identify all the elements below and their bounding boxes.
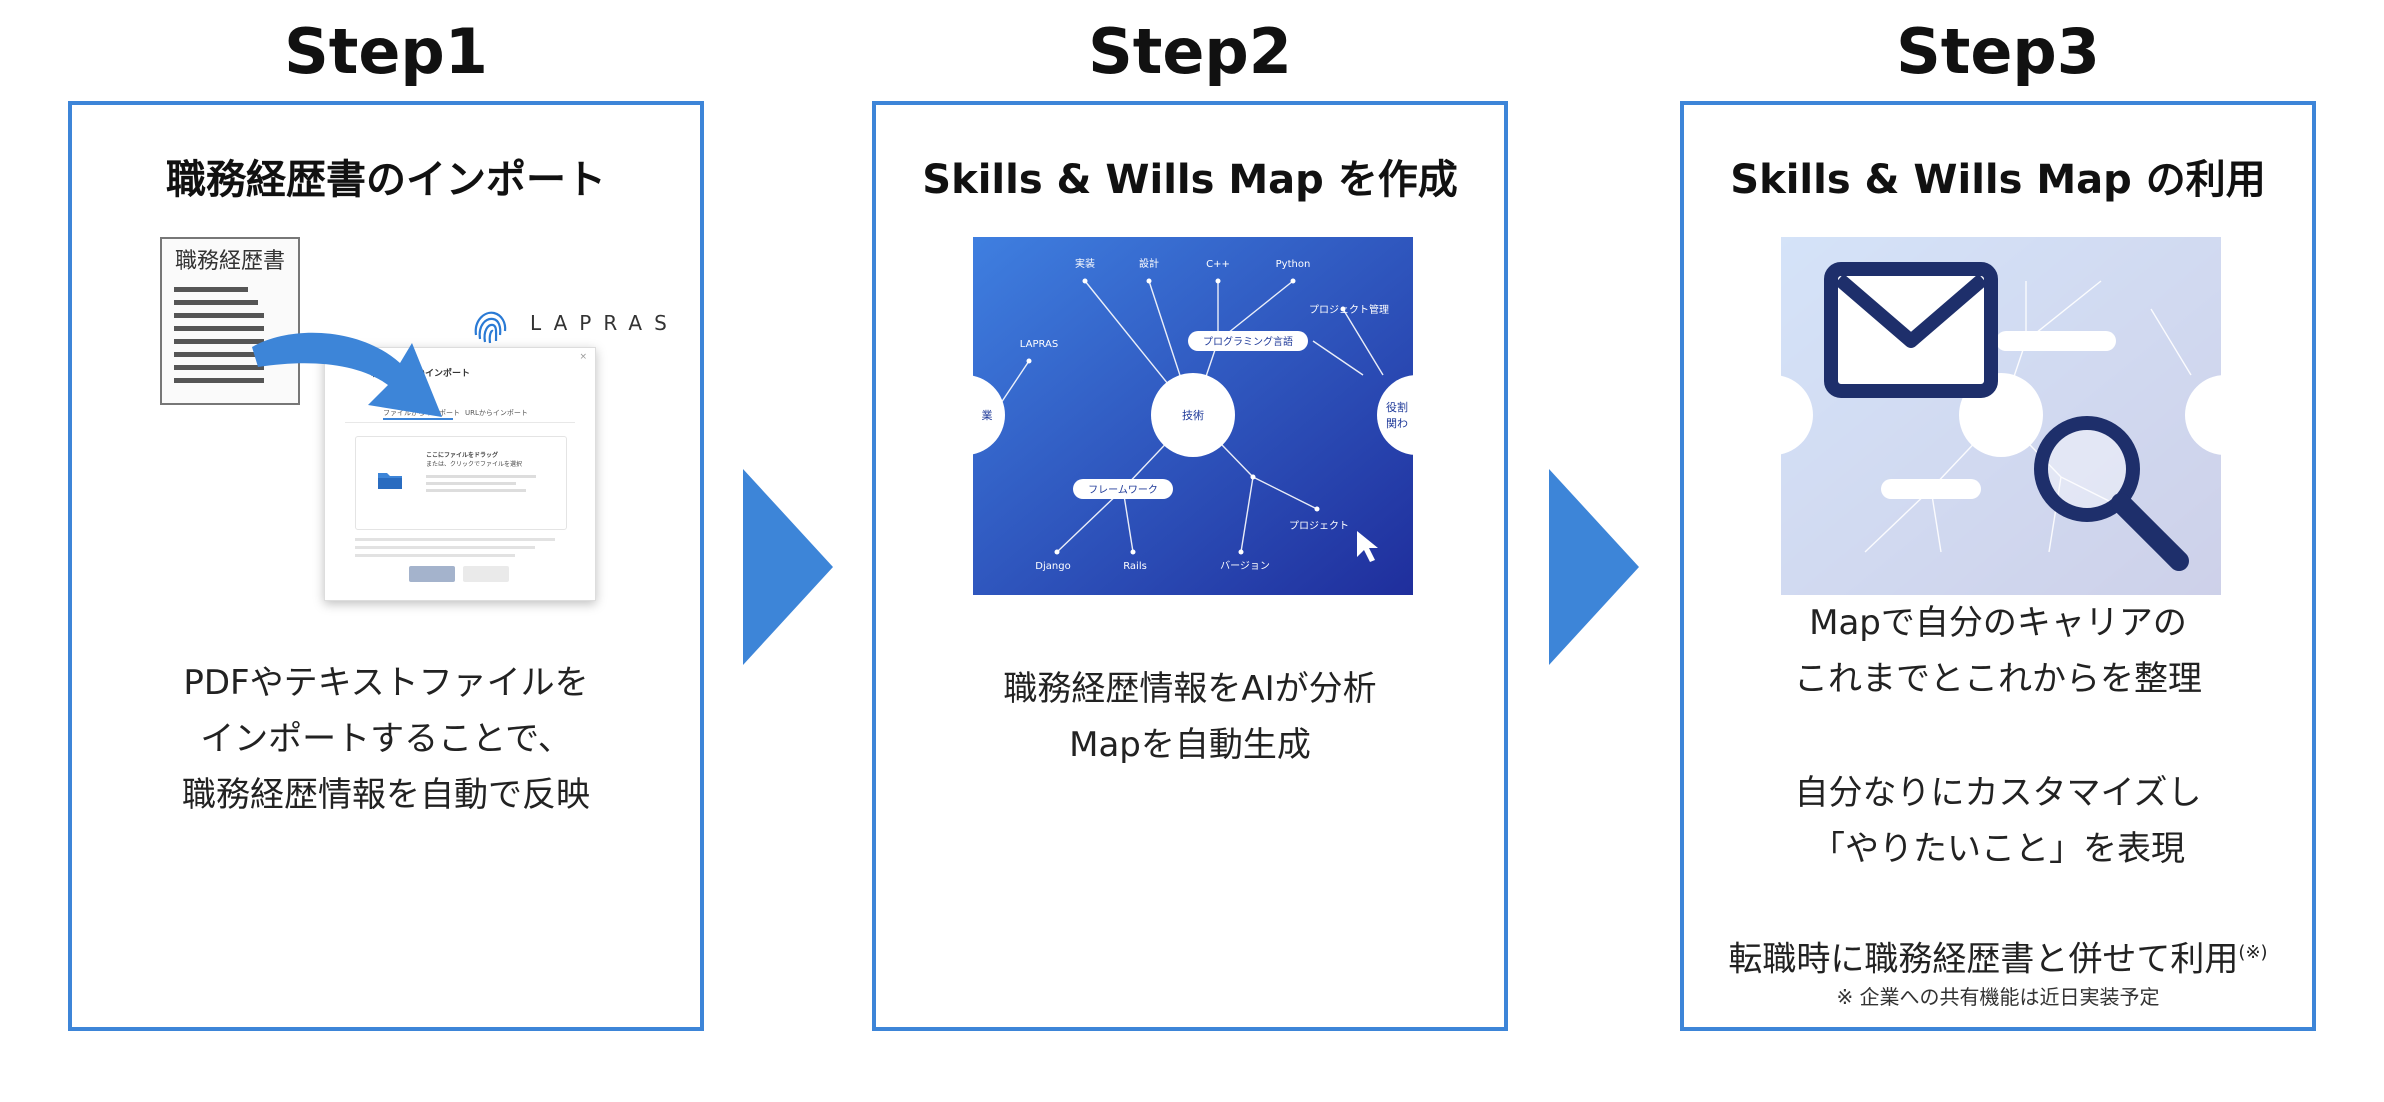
map-label: C++ xyxy=(1206,259,1230,270)
description-line: PDFやテキストファイルを xyxy=(183,663,589,703)
step1-description: PDFやテキストファイルを インポートすることで、 職務経歴情報を自動で反映 xyxy=(72,655,700,823)
map-label: プロジェクト xyxy=(1289,520,1349,532)
next-arrow-icon xyxy=(743,469,833,665)
mail-icon xyxy=(1824,262,1998,398)
skills-map-faded-preview xyxy=(1781,237,2221,595)
description-line: 「やりたいこと」を表現 xyxy=(1811,829,2185,869)
map-label: プロジェクト管理 xyxy=(1309,303,1389,316)
lapras-logo: LAPRAS xyxy=(530,311,679,335)
map-label: Rails xyxy=(1123,561,1147,572)
map-node-right-label: 関わ xyxy=(1386,417,1408,430)
step3-description-1: Mapで自分のキャリアの これまでとこれからを整理 xyxy=(1684,595,2312,707)
step3-title: Step3 xyxy=(1896,15,2100,88)
map-node-right xyxy=(1377,375,1413,455)
step1-heading: 職務経歴書のインポート xyxy=(166,157,606,203)
map-node-left-label: 業 xyxy=(982,409,993,422)
map-label: LAPRAS xyxy=(1020,339,1058,350)
description-line: 自分なりにカスタマイズし xyxy=(1794,773,2202,813)
map-pill-framework xyxy=(1073,479,1173,499)
document-icon: 職務経歴書 xyxy=(160,237,300,405)
map-node-center xyxy=(1151,373,1235,457)
description-line: 職務経歴情報をAIが分析 xyxy=(1003,669,1377,709)
step3-description-3: 転職時に職務経歴書と併せて利用(※) xyxy=(1684,925,2312,987)
description-line: これまでとこれからを整理 xyxy=(1794,659,2202,699)
search-icon xyxy=(2034,416,2189,571)
map-pill-programming xyxy=(1188,331,1308,351)
dialog-tab-url: URLからインポート xyxy=(465,409,528,417)
description-line: Mapで自分のキャリアの xyxy=(1809,603,2187,643)
map-label: Python xyxy=(1276,259,1311,270)
description-line: 職務経歴情報を自動で反映 xyxy=(182,775,590,815)
document-label: 職務経歴書 xyxy=(174,249,285,274)
footnote-mark: (※) xyxy=(2238,942,2268,963)
drop-zone: ここにファイルをドラッグ または、クリックでファイルを選択 xyxy=(355,436,567,530)
step1-panel: 職務経歴書のインポート 職務経歴書 LAPRAS × 職務経歴書のインポート フ… xyxy=(68,101,704,1031)
map-node-center-label: 技術 xyxy=(1182,409,1204,422)
footnote: ※ 企業への共有機能は近日実装予定 xyxy=(1836,985,2160,1009)
import-dialog-preview: × 職務経歴書のインポート ファイルからインポート URLからインポート ここに… xyxy=(324,347,596,601)
map-label: バージョン xyxy=(1220,560,1270,572)
description-line: 転職時に職務経歴書と併せて利用 xyxy=(1728,939,2239,980)
map-label: 設計 xyxy=(1139,257,1159,270)
step2-title: Step2 xyxy=(1088,15,1292,88)
map-pill-label: プログラミング言語 xyxy=(1203,335,1293,348)
step2-heading: Skills & Wills Map を作成 xyxy=(922,157,1458,203)
description-line: インポートすることで、 xyxy=(200,719,572,759)
step2-panel: Skills & Wills Map を作成 xyxy=(872,101,1508,1031)
step3-heading: Skills & Wills Map の利用 xyxy=(1730,157,2266,203)
map-label: Django xyxy=(1035,561,1070,572)
step3-description-2: 自分なりにカスタマイズし 「やりたいこと」を表現 xyxy=(1684,765,2312,877)
cursor-icon xyxy=(1357,531,1378,562)
folder-icon xyxy=(378,473,402,489)
curved-arrow-icon xyxy=(252,332,442,417)
map-pill-label: フレームワーク xyxy=(1088,484,1158,496)
next-arrow-icon xyxy=(1549,469,1639,665)
step2-description: 職務経歴情報をAIが分析 Mapを自動生成 xyxy=(876,661,1504,773)
step1-title: Step1 xyxy=(284,15,488,88)
step3-panel: Skills & Wills Map の利用 xyxy=(1680,101,2316,1031)
drop-line-2: または、クリックでファイルを選択 xyxy=(426,461,523,468)
description-line: Mapを自動生成 xyxy=(1069,725,1311,765)
map-label: 実装 xyxy=(1075,257,1095,270)
skills-map-preview: 実装 設計 C++ Python LAPRAS プロジェクト管理 プロジェクト … xyxy=(973,237,1413,595)
map-node-right-label: 役割 xyxy=(1386,400,1408,414)
drop-line-1: ここにファイルをドラッグ xyxy=(426,452,499,459)
map-node-left xyxy=(973,375,1005,455)
fingerprint-icon xyxy=(474,311,507,344)
